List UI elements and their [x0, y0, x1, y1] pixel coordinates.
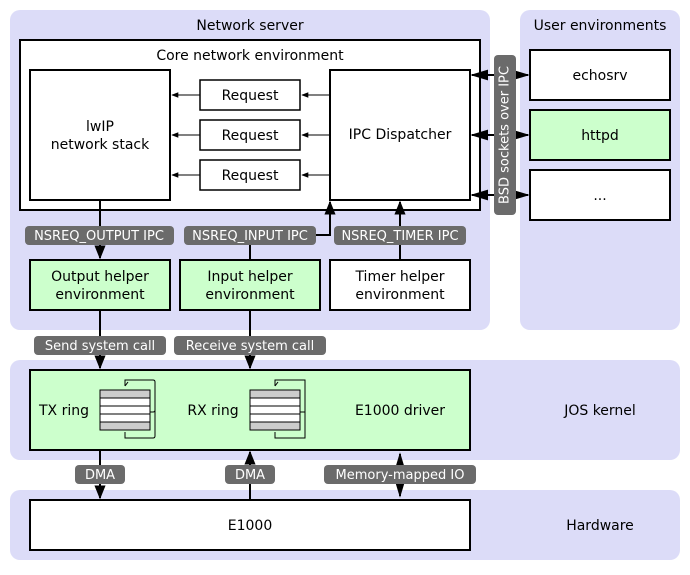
- dma-tx-label: DMA: [85, 468, 115, 483]
- nsreq-input-label: NSREQ_INPUT IPC: [192, 229, 308, 244]
- nsreq-output-badge: [25, 226, 174, 245]
- dma-rx-badge: [225, 465, 275, 484]
- rx-ring-icon: [249, 379, 306, 439]
- request-label-3: Request: [222, 168, 279, 184]
- dma-rx-label: DMA: [235, 468, 265, 483]
- dma-tx-badge: [75, 465, 125, 484]
- e1000-driver-label: E1000 driver: [355, 403, 445, 419]
- tx-ring-icon: [99, 379, 156, 439]
- mmio-badge: [324, 465, 476, 484]
- send-syscall-badge: [34, 336, 166, 355]
- jos-kernel-label: JOS kernel: [563, 403, 636, 419]
- input-helper-line1: Input helper: [207, 269, 293, 285]
- httpd-box: [529, 109, 671, 161]
- network-stack-label: network stack: [51, 137, 150, 153]
- timer-helper-line2: environment: [355, 287, 445, 303]
- input-helper-line2: environment: [205, 287, 295, 303]
- request-box-3: [199, 159, 301, 191]
- timer-helper-box: [329, 259, 471, 311]
- ipc-dispatcher-box: [329, 69, 471, 201]
- hardware-label: Hardware: [566, 518, 634, 534]
- nsreq-timer-badge: [334, 226, 466, 245]
- send-syscall-label: Send system call: [45, 339, 155, 354]
- request-label-2: Request: [222, 128, 279, 144]
- request-box-1: [199, 79, 301, 111]
- user-environments-label: User environments: [534, 18, 667, 34]
- nsreq-output-label: NSREQ_OUTPUT IPC: [34, 229, 164, 244]
- output-helper-line2: environment: [55, 287, 145, 303]
- timer-helper-line1: Timer helper: [354, 269, 444, 285]
- network-server-label: Network server: [196, 18, 303, 34]
- tx-ring-label: TX ring: [38, 403, 89, 419]
- ipc-dispatcher-label: IPC Dispatcher: [349, 127, 452, 143]
- nsreq-input-badge: [184, 226, 316, 245]
- request-label-1: Request: [222, 88, 279, 104]
- e1000-hardware-label: E1000: [228, 518, 272, 534]
- receive-syscall-badge: [174, 336, 326, 355]
- echosrv-box: [529, 49, 671, 101]
- output-helper-line1: Output helper: [51, 269, 149, 285]
- bsd-sockets-label: BSD sockets over IPC: [498, 66, 513, 204]
- bsd-sockets-badge: [494, 55, 516, 215]
- mmio-label: Memory-mapped IO: [336, 468, 465, 483]
- httpd-label: httpd: [581, 128, 619, 144]
- nsreq-timer-label: NSREQ_TIMER IPC: [341, 229, 458, 244]
- request-arrows: [171, 92, 330, 178]
- lwip-stack-box: [29, 69, 171, 201]
- core-network-environment-title: Core network environment: [156, 48, 344, 64]
- more-envs-box: [529, 169, 671, 221]
- more-envs-label: ...: [593, 188, 606, 204]
- lwip-label: lwIP: [86, 119, 114, 135]
- rx-ring-label: RX ring: [187, 403, 238, 419]
- echosrv-label: echosrv: [572, 68, 627, 84]
- receive-syscall-label: Receive system call: [186, 339, 315, 354]
